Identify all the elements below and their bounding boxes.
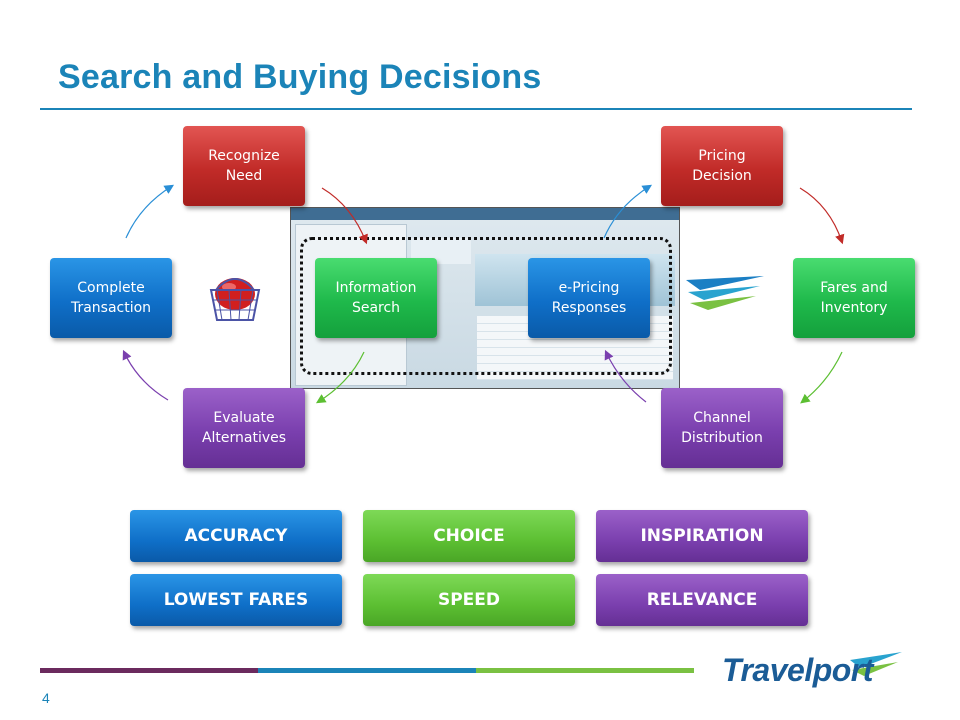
node-complete-transaction: Complete Transaction: [50, 258, 172, 338]
arrow-recognize-to-search: [321, 187, 368, 245]
badge-inspiration: INSPIRATION: [596, 510, 808, 562]
node-information-search: Information Search: [315, 258, 437, 338]
footer-bar-purple: [40, 668, 258, 673]
arrow-pricing-to-fares: [799, 187, 845, 245]
arrow-search-to-evaluate: [315, 351, 365, 404]
node-pricing-decision: Pricing Decision: [661, 126, 783, 206]
highlight-dotted-frame: [300, 237, 672, 375]
slide-title: Search and Buying Decisions: [58, 58, 542, 96]
page-number: 4: [42, 690, 50, 706]
node-fares-and-inventory: Fares and Inventory: [793, 258, 915, 338]
travelport-wings-icon: [686, 276, 764, 310]
node-e-pricing-responses: e-Pricing Responses: [528, 258, 650, 338]
badge-accuracy: ACCURACY: [130, 510, 342, 562]
travelport-logo-icon: [850, 652, 902, 676]
arrow-channel-to-epricing: [604, 349, 647, 403]
badge-relevance: RELEVANCE: [596, 574, 808, 626]
footer-bar-blue: [258, 668, 476, 673]
badge-speed: SPEED: [363, 574, 575, 626]
node-evaluate-alternatives: Evaluate Alternatives: [183, 388, 305, 468]
badge-choice: CHOICE: [363, 510, 575, 562]
badge-lowest-fares: LOWEST FARES: [130, 574, 342, 626]
node-channel-distribution: Channel Distribution: [661, 388, 783, 468]
travelport-logo-text: Travelport: [722, 652, 873, 688]
title-divider: [40, 108, 912, 110]
shopping-basket-icon: [209, 278, 261, 321]
website-nav-bar: [291, 208, 679, 220]
arrow-evaluate-to-complete: [122, 349, 169, 401]
node-recognize-need: Recognize Need: [183, 126, 305, 206]
arrow-complete-to-recognize: [125, 184, 175, 239]
arrow-epricing-to-pricing: [603, 184, 653, 239]
footer-bar-green: [476, 668, 694, 673]
arrow-fares-to-channel: [800, 351, 843, 404]
